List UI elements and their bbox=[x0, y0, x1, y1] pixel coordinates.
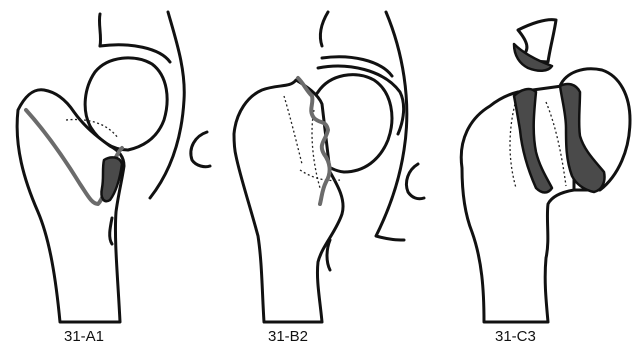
femur-31-a1 bbox=[17, 12, 210, 322]
obturator-arc bbox=[191, 132, 210, 167]
lesser-trochanter bbox=[327, 240, 330, 270]
femur-31-c3 bbox=[461, 20, 630, 322]
femur-31-b2 bbox=[234, 12, 424, 322]
obturator-arc bbox=[406, 164, 424, 199]
label-31-b2: 31-B2 bbox=[268, 328, 308, 345]
pelvis-line bbox=[99, 14, 100, 46]
label-31-c3: 31-C3 bbox=[495, 328, 536, 345]
label-31-a1: 31-A1 bbox=[64, 328, 104, 345]
pelvis-line bbox=[320, 12, 328, 46]
